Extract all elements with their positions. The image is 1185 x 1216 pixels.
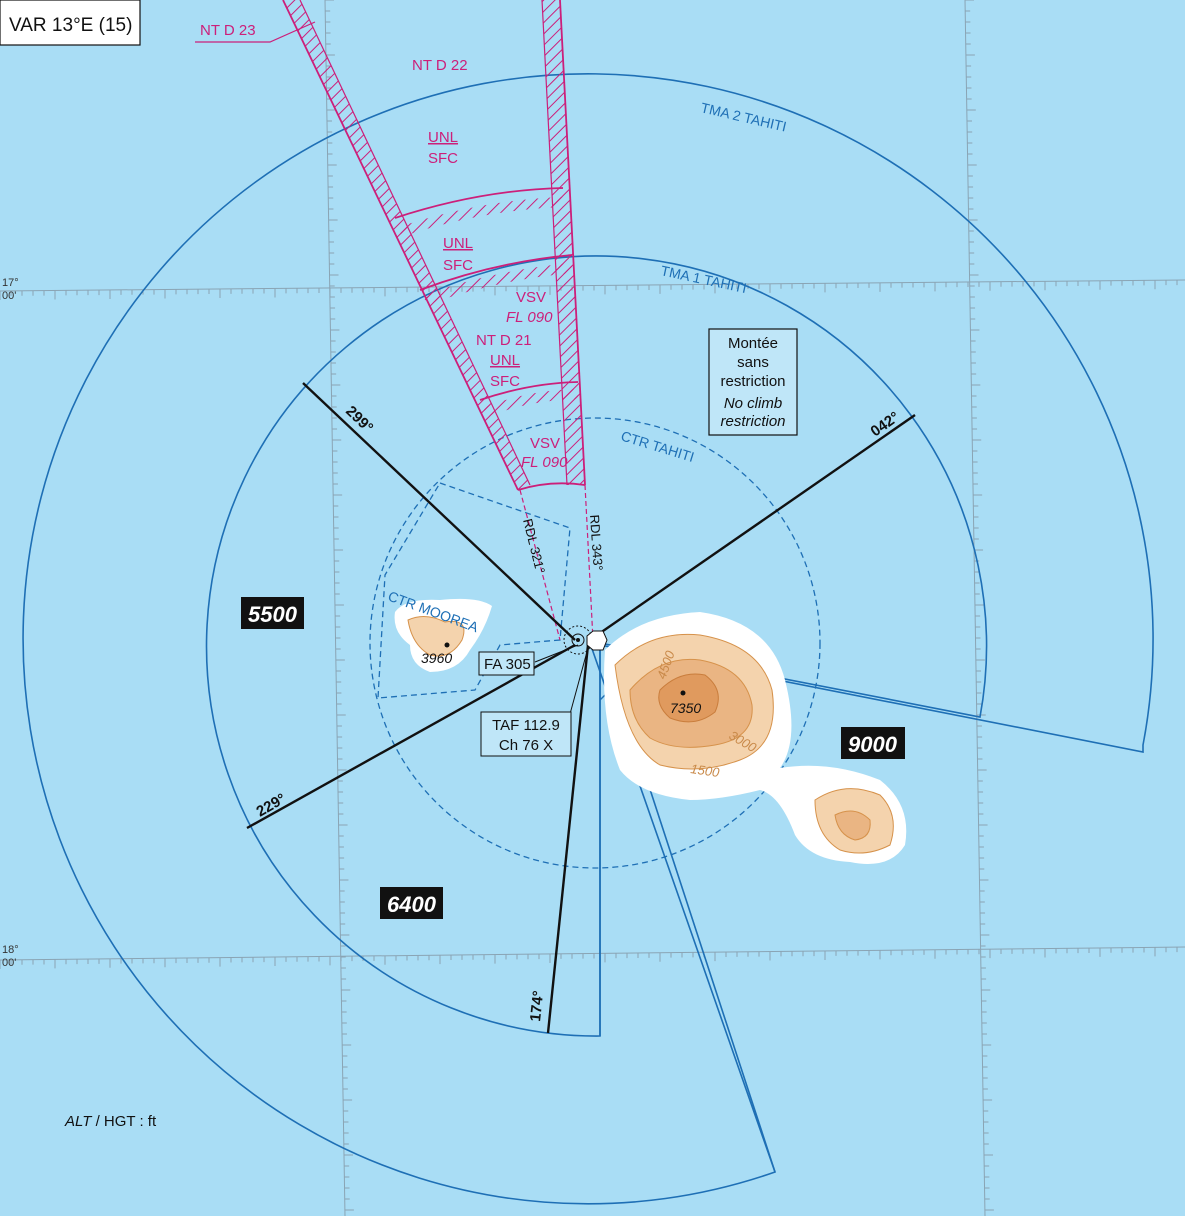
radial-321 <box>519 489 561 641</box>
variation-label: VAR 13°E (15) <box>9 15 132 36</box>
tma2-boundary <box>22 73 1154 1205</box>
moorea-peak-label: 3960 <box>421 650 452 666</box>
nt-d22-lower: SFC <box>428 150 458 167</box>
tahiti-peak-spot <box>680 690 686 696</box>
climb-fr-2: sans <box>737 354 769 371</box>
meridian-east <box>964 0 986 1216</box>
tma2-label: TMA 2 TAHITI <box>699 99 788 134</box>
nt-d21-upper: UNL <box>490 352 520 369</box>
vsv-2-label: VSV <box>530 435 560 452</box>
msa-east-label: 9000 <box>848 732 898 757</box>
ctr-tahiti-boundary <box>369 417 821 869</box>
nt-d21-lower: SFC <box>490 373 520 390</box>
climb-en-2: restriction <box>720 413 785 430</box>
tahiti-island <box>604 612 907 864</box>
lat-18-min-label: 00' <box>2 957 16 969</box>
contour-1500-label: 1500 <box>690 761 721 780</box>
tahiti-peak-label: 7350 <box>670 700 701 716</box>
moorea-island <box>394 598 492 672</box>
units-legend: ALT / HGT : ft <box>64 1113 157 1130</box>
msa-sw-label: 6400 <box>387 892 437 917</box>
msa-box-nw <box>241 597 304 629</box>
nt-d23-label: NT D 23 <box>200 22 256 39</box>
climb-fr-1: Montée <box>728 335 778 352</box>
radial-343-label: RDL 343° <box>587 514 606 571</box>
bearing-174-label: 174° <box>527 990 547 1023</box>
tma1-boundary <box>205 255 988 1037</box>
variation-box <box>0 0 141 46</box>
climb-en-1: No climb <box>724 395 782 412</box>
radial-343 <box>584 484 594 641</box>
parallel-18 <box>0 946 1185 961</box>
ctr-moorea-boundary <box>377 482 571 699</box>
bearing-229-label: 229° <box>254 790 289 820</box>
nt-d22-upper: UNL <box>428 129 458 146</box>
dme-symbol <box>586 630 608 651</box>
lat-18-label: 18° <box>2 944 19 956</box>
msa-box-east <box>841 727 905 759</box>
radial-321-label: RDL 321° <box>520 517 548 575</box>
units-hgt: / HGT : ft <box>91 1113 157 1130</box>
fl-2-label: FL 090 <box>521 454 568 471</box>
parallel-17 <box>0 279 1185 292</box>
meridian-west <box>324 0 346 1216</box>
lat-17-label: 17° <box>2 277 19 289</box>
taf-box <box>480 711 572 757</box>
fl-1-label: FL 090 <box>506 309 553 326</box>
fa-label: FA 305 <box>484 656 531 673</box>
msa-nw-label: 5500 <box>248 602 298 627</box>
nt-d22-label: NT D 22 <box>412 57 468 74</box>
moorea-peak-spot <box>444 642 450 648</box>
lat-17-min-label: 00' <box>2 290 16 302</box>
vsv-1-label: VSV <box>516 289 546 306</box>
climb-fr-3: restriction <box>720 373 785 390</box>
msa-box-sw <box>380 887 443 919</box>
units-alt: ALT <box>64 1113 93 1130</box>
tma1-label: TMA 1 TAHITI <box>659 262 748 296</box>
ctr-tahiti-label: CTR TAHITI <box>619 428 696 465</box>
nt-d21-label: NT D 21 <box>476 332 532 349</box>
taf-freq-label: TAF 112.9 <box>492 717 560 734</box>
climb-note-box <box>708 328 798 436</box>
fa-box <box>478 651 535 676</box>
band-upper: UNL <box>443 235 473 252</box>
taf-channel-label: Ch 76 X <box>499 737 553 754</box>
restricted-corridor <box>195 0 586 491</box>
bearing-299-label: 299° <box>342 403 376 437</box>
band-lower: SFC <box>443 257 473 274</box>
